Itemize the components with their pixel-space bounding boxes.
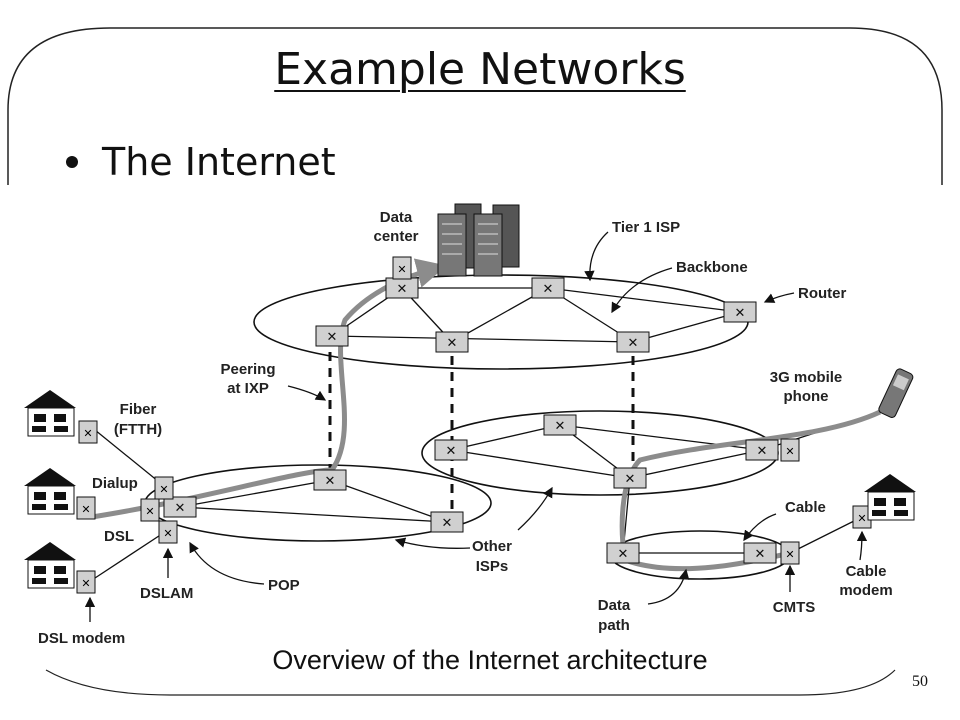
label-data-center-2: center xyxy=(373,228,418,245)
label-cable-modem-2: modem xyxy=(839,582,892,599)
svg-text:✕: ✕ xyxy=(145,506,154,518)
svg-text:✕: ✕ xyxy=(397,264,406,276)
diagram-labels: Data center Tier 1 ISP Backbone Router P… xyxy=(38,209,893,647)
label-dialup: Dialup xyxy=(92,475,138,492)
data-path-mobile-cable xyxy=(619,409,882,572)
svg-text:✕: ✕ xyxy=(446,443,457,458)
label-other-isps-2: ISPs xyxy=(476,558,509,575)
house-icon xyxy=(24,542,76,589)
label-dsl: DSL xyxy=(104,528,134,545)
svg-text:✕: ✕ xyxy=(327,329,338,344)
dsl-modem-icon: ✕ xyxy=(76,570,96,594)
router-icon: ✕ xyxy=(435,331,469,353)
figure-caption: Overview of the Internet architecture xyxy=(272,645,708,675)
router-icon: ✕ xyxy=(434,439,468,461)
svg-text:✕: ✕ xyxy=(442,515,453,530)
label-pop: POP xyxy=(268,577,300,594)
label-peering-1: Peering xyxy=(220,361,275,378)
label-tier1-isp: Tier 1 ISP xyxy=(612,219,680,236)
label-cmts: CMTS xyxy=(773,599,816,616)
label-dslam: DSLAM xyxy=(140,585,193,602)
router-icon: ✕ xyxy=(543,414,577,436)
router-icon: ✕ xyxy=(606,542,640,564)
svg-text:✕: ✕ xyxy=(618,546,629,561)
dslam-icon: ✕ xyxy=(158,520,178,544)
svg-text:✕: ✕ xyxy=(543,281,554,296)
data-path-to-datacenter xyxy=(91,258,447,520)
router-icon: ✕ xyxy=(385,277,419,299)
svg-text:✕: ✕ xyxy=(857,513,866,525)
svg-text:✕: ✕ xyxy=(175,500,186,515)
label-backbone: Backbone xyxy=(676,259,748,276)
router-icon: ✕ xyxy=(163,496,197,518)
router-icon: ✕ xyxy=(723,301,757,323)
router-icon: ✕ xyxy=(531,277,565,299)
svg-text:✕: ✕ xyxy=(325,473,336,488)
label-router: Router xyxy=(798,285,846,302)
svg-text:✕: ✕ xyxy=(735,305,746,320)
mobile-phone-icon xyxy=(878,368,914,418)
svg-text:✕: ✕ xyxy=(163,528,172,540)
data-center-servers-icon xyxy=(437,203,520,277)
house-icon xyxy=(24,390,76,437)
label-mobile-2: phone xyxy=(784,388,829,405)
label-other-isps-1: Other xyxy=(472,538,512,555)
datacenter-switch-icon: ✕ xyxy=(392,256,412,280)
svg-text:✕: ✕ xyxy=(83,428,92,440)
svg-text:✕: ✕ xyxy=(625,471,636,486)
network-links xyxy=(94,268,881,579)
bullet-item: The Internet xyxy=(66,140,336,184)
router-icon: ✕ xyxy=(616,331,650,353)
mobile-base-icon: ✕ xyxy=(780,438,800,462)
label-dsl-modem: DSL modem xyxy=(38,630,125,647)
svg-text:✕: ✕ xyxy=(785,549,794,561)
ixp-peering-links xyxy=(328,352,635,512)
house-icon xyxy=(24,468,76,515)
svg-text:✕: ✕ xyxy=(755,546,766,561)
tier1-isp-ring xyxy=(253,274,749,370)
svg-text:✕: ✕ xyxy=(628,335,639,350)
annotation-arrows xyxy=(84,231,868,622)
svg-text:✕: ✕ xyxy=(81,504,90,516)
svg-text:✕: ✕ xyxy=(447,335,458,350)
dialup-modem-icon: ✕ xyxy=(76,496,96,520)
label-data-center-1: Data xyxy=(380,209,413,226)
cmts-icon: ✕ xyxy=(780,541,800,565)
access-devices: ✕ ✕ ✕ ✕ ✕ ✕ ✕ ✕ ✕ ✕ xyxy=(76,256,872,594)
svg-text:✕: ✕ xyxy=(785,446,794,458)
label-fiber-1: Fiber xyxy=(120,401,157,418)
router-icon: ✕ xyxy=(613,467,647,489)
bullet-dot-icon xyxy=(66,156,78,168)
router-icon: ✕ xyxy=(745,439,779,461)
house-icon xyxy=(864,474,916,521)
svg-text:✕: ✕ xyxy=(81,578,90,590)
router-icon: ✕ xyxy=(743,542,777,564)
label-fiber-2: (FTTH) xyxy=(114,421,162,438)
router-icon: ✕ xyxy=(315,325,349,347)
svg-text:✕: ✕ xyxy=(555,418,566,433)
label-cable: Cable xyxy=(785,499,826,516)
svg-text:✕: ✕ xyxy=(757,443,768,458)
other-isp-ring xyxy=(421,410,779,496)
pop-switch-icon: ✕ xyxy=(154,476,174,500)
routers: ✕ ✕ ✕ ✕ ✕ ✕ ✕ ✕ ✕ ✕ ✕ ✕ ✕ ✕ ✕ xyxy=(163,277,779,564)
router-icon: ✕ xyxy=(313,469,347,491)
svg-text:✕: ✕ xyxy=(159,484,168,496)
router-icon: ✕ xyxy=(430,511,464,533)
pop-switch-icon: ✕ xyxy=(140,498,160,522)
label-peering-2: at IXP xyxy=(227,380,269,397)
label-data-path-1: Data xyxy=(598,597,631,614)
slide-title: Example Networks xyxy=(274,44,686,95)
slide-number: 50 xyxy=(912,673,928,690)
svg-text:✕: ✕ xyxy=(397,281,408,296)
fiber-modem-icon: ✕ xyxy=(78,420,98,444)
bullet-text: The Internet xyxy=(102,140,336,184)
label-data-path-2: path xyxy=(598,617,630,634)
label-cable-modem-1: Cable xyxy=(846,563,887,580)
label-mobile-1: 3G mobile xyxy=(770,369,843,386)
